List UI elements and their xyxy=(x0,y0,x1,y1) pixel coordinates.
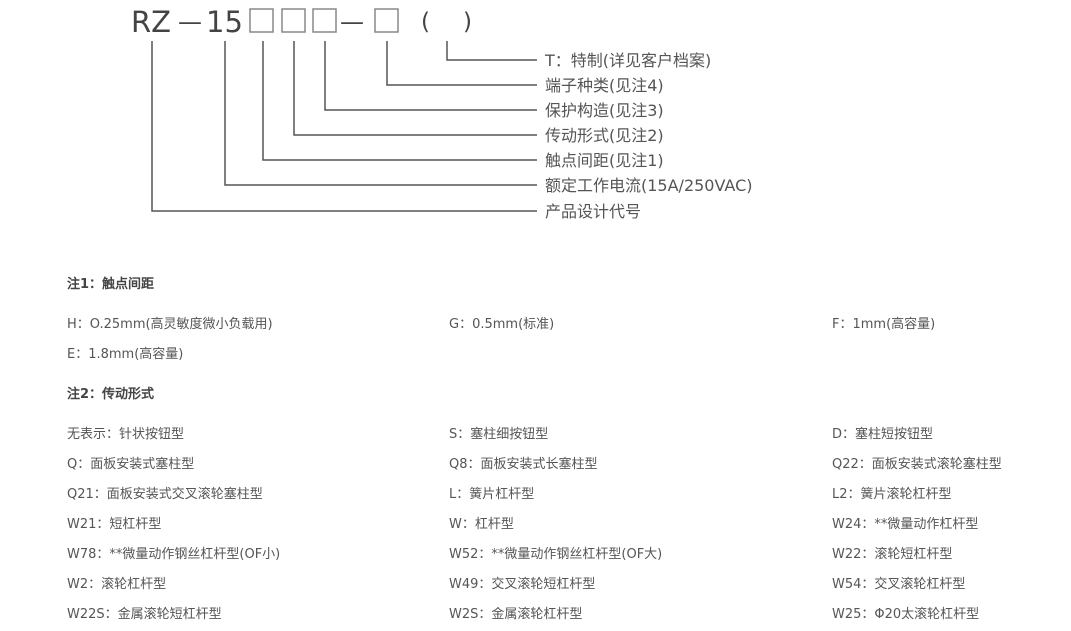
note2-item: W49：交叉滚轮短杠杆型 xyxy=(449,577,596,592)
note1-item: H：O.25mm(高灵敏度微小负载用) xyxy=(67,317,273,332)
note2-item: Q：面板安装式塞柱型 xyxy=(67,457,195,472)
legend-current: 额定工作电流(15A/250VAC) xyxy=(545,176,752,195)
note2-item: Q21：面板安装式交叉滚轮塞柱型 xyxy=(67,487,263,502)
note2-item: W21：短杠杆型 xyxy=(67,517,162,532)
note2-item: W22S：金属滚轮短杠杆型 xyxy=(67,607,222,622)
leader-line-design-code xyxy=(151,41,537,212)
note2-item: W78：**微量动作钢丝杠杆型(OF小) xyxy=(67,547,281,562)
note1-row: E：1.8mm(高容量) xyxy=(0,343,1071,363)
legend-contact-gap: 触点间距(见注1) xyxy=(545,151,664,170)
legend-protection: 保护构造(见注3) xyxy=(545,101,664,120)
leader-line-actuator xyxy=(293,41,537,136)
note2-item: Q8：面板安装式长塞柱型 xyxy=(449,457,598,472)
note2-item: L：簧片杠杆型 xyxy=(449,487,535,502)
leader-line-contact-gap xyxy=(262,41,537,161)
note1-item: G：0.5mm(标准) xyxy=(449,317,555,332)
leader-lines xyxy=(151,41,537,212)
note2-row: W22S：金属滚轮短杠杆型 W2S：金属滚轮杠杆型 W25：Φ20太滚轮杠杆型 xyxy=(0,603,1071,623)
note2-row: W2：滚轮杠杆型 W49：交叉滚轮短杠杆型 W54：交叉滚轮杠杆型 xyxy=(0,573,1071,593)
legend-actuator: 传动形式(见注2) xyxy=(545,126,664,145)
leader-line-current xyxy=(224,41,537,186)
note2-item: D：塞柱短按钮型 xyxy=(832,427,934,442)
code-box-contact-gap xyxy=(249,8,274,33)
code-box-protection xyxy=(312,8,337,33)
note2-item: 无表示：针状按钮型 xyxy=(67,427,185,442)
note2-item: W22：滚轮短杠杆型 xyxy=(832,547,953,562)
code-dash-2: — xyxy=(340,8,364,36)
note2-item: Q22：面板安装式滚轮塞柱型 xyxy=(832,457,1002,472)
leader-line-special xyxy=(446,41,537,61)
note1-item: F：1mm(高容量) xyxy=(832,317,936,332)
note2-item: L2：簧片滚轮杠杆型 xyxy=(832,487,952,502)
code-prefix: RZ xyxy=(131,5,171,39)
note2-row: W21：短杠杆型 W：杠杆型 W24：**微量动作杠杆型 xyxy=(0,513,1071,533)
note1-row: H：O.25mm(高灵敏度微小负载用) G：0.5mm(标准) F：1mm(高容… xyxy=(0,313,1071,333)
note2-item: W52：**微量动作钢丝杠杆型(OF大) xyxy=(449,547,663,562)
code-paren-open: ( xyxy=(421,9,430,35)
note2-item: W2：滚轮杠杆型 xyxy=(67,577,167,592)
note2-item: W25：Φ20太滚轮杠杆型 xyxy=(832,607,980,622)
leader-line-protection xyxy=(324,41,537,111)
code-paren-close: ) xyxy=(463,9,472,35)
code-dash-1: — xyxy=(178,8,202,36)
legend-special: T：特制(详见客户档案) xyxy=(544,51,711,70)
note2-title: 注2：传动形式 xyxy=(67,387,155,402)
leader-line-terminal xyxy=(386,41,537,86)
note1-title: 注1：触点间距 xyxy=(67,277,155,292)
model-code-diagram: RZ — 15 — ( ) T：特制(详见客户档案) 端子种类(见注4) 保护构… xyxy=(131,5,752,221)
note2-row: Q21：面板安装式交叉滚轮塞柱型 L：簧片杠杆型 L2：簧片滚轮杠杆型 xyxy=(0,483,1071,503)
code-box-actuator xyxy=(281,8,306,33)
code-box-terminal xyxy=(374,8,399,33)
note2-item: W54：交叉滚轮杠杆型 xyxy=(832,577,966,592)
note2-row: W78：**微量动作钢丝杠杆型(OF小) W52：**微量动作钢丝杠杆型(OF大… xyxy=(0,543,1071,563)
note2-row: 无表示：针状按钮型 S：塞柱细按钮型 D：塞柱短按钮型 xyxy=(0,423,1071,443)
note2-item: W2S：金属滚轮杠杆型 xyxy=(449,607,583,622)
code-series: 15 xyxy=(206,5,243,39)
note2-item: W24：**微量动作杠杆型 xyxy=(832,517,979,532)
note1-item: E：1.8mm(高容量) xyxy=(67,347,184,362)
note2-row: Q：面板安装式塞柱型 Q8：面板安装式长塞柱型 Q22：面板安装式滚轮塞柱型 xyxy=(0,453,1071,473)
note2-item: W：杠杆型 xyxy=(449,517,514,532)
legend-design-code: 产品设计代号 xyxy=(545,202,641,221)
legend-terminal: 端子种类(见注4) xyxy=(545,76,664,95)
note2-item: S：塞柱细按钮型 xyxy=(449,427,549,442)
